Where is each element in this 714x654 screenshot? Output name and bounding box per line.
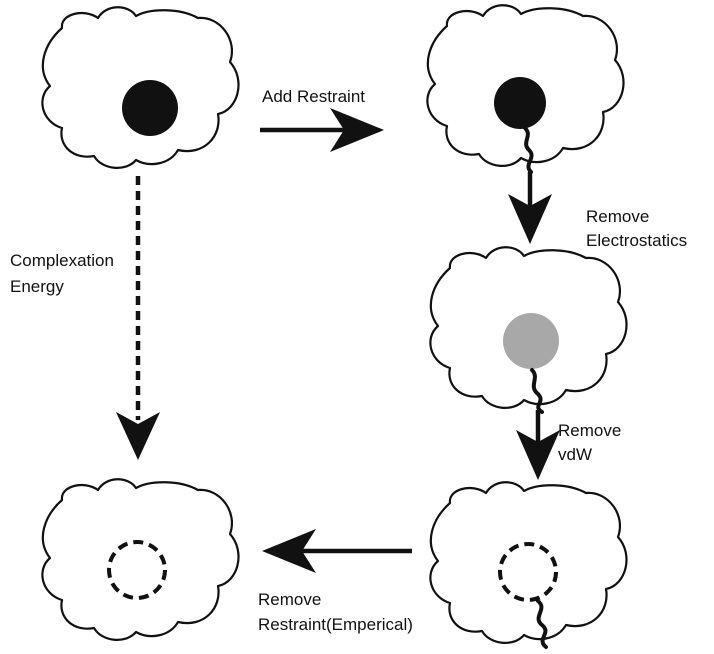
ghost-ligand-circle bbox=[498, 542, 558, 602]
ghost-ligand-circle bbox=[107, 540, 167, 600]
add-restraint-arrow bbox=[260, 108, 384, 152]
decoupled-restrained-state bbox=[429, 481, 628, 649]
remove-restraint-label-line1: Remove bbox=[258, 590, 321, 609]
remove-electrostatics-arrow bbox=[508, 172, 552, 244]
add-restraint-label: Add Restraint bbox=[262, 87, 365, 106]
restraint-tether bbox=[523, 126, 534, 174]
no-electrostatics-state bbox=[429, 246, 628, 414]
remove-restraint-label-line2: Restraint(Emperical) bbox=[258, 615, 413, 634]
protein-pocket-cloud bbox=[41, 478, 240, 641]
remove-vdw-label-line2: vdW bbox=[558, 445, 592, 464]
complexation-energy-label-line1: Complexation bbox=[10, 251, 114, 270]
ligand-circle bbox=[122, 80, 178, 136]
complexation-energy-label-line2: Energy bbox=[10, 277, 64, 296]
remove-vdw-label-line1: Remove bbox=[558, 421, 621, 440]
ligand-circle bbox=[494, 77, 546, 129]
complexation-energy-arrow bbox=[116, 176, 160, 460]
unbound-state bbox=[41, 478, 240, 641]
restrained-state bbox=[426, 4, 625, 174]
ligand-uncharged-circle bbox=[503, 313, 559, 369]
remove-electrostatics-label-line2: Electrostatics bbox=[586, 231, 687, 250]
protein-pocket-cloud bbox=[429, 481, 628, 644]
restraint-tether bbox=[530, 368, 544, 414]
restraint-tether bbox=[536, 599, 548, 649]
complex-bound-state bbox=[41, 6, 240, 169]
remove-electrostatics-label-line1: Remove bbox=[586, 207, 649, 226]
remove-restraint-arrow bbox=[262, 529, 412, 573]
remove-vdw-arrow bbox=[516, 410, 560, 480]
